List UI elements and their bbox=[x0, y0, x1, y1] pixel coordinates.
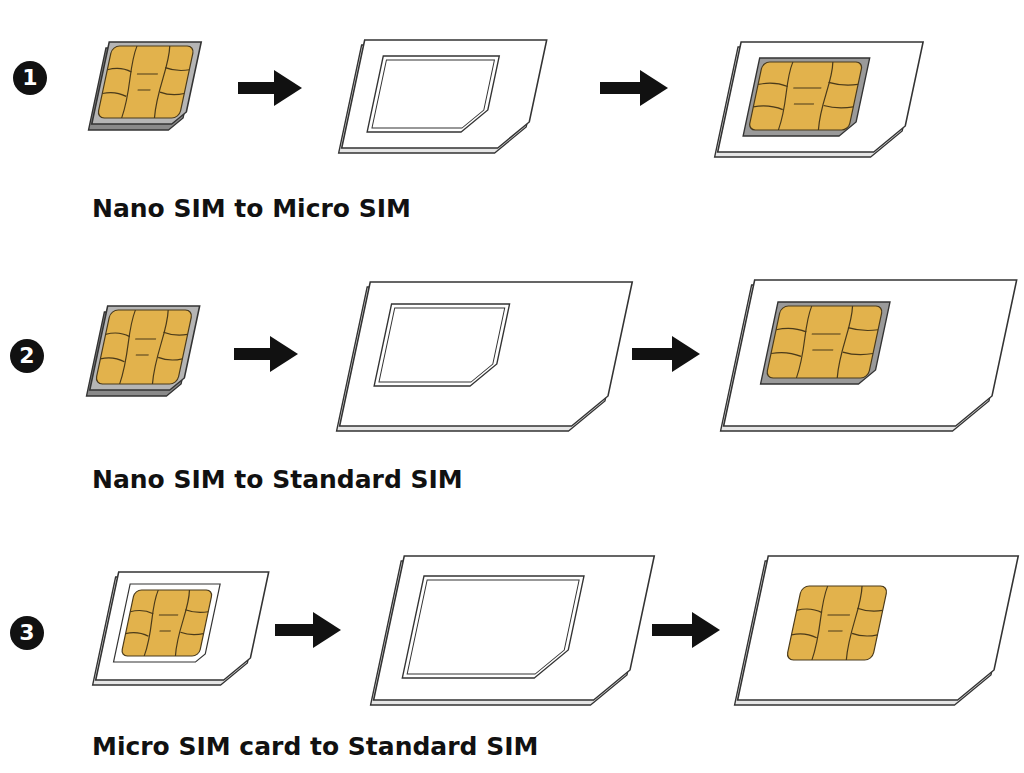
sim-chip bbox=[786, 586, 888, 660]
step-arrow bbox=[600, 70, 668, 106]
sim-adapter bbox=[337, 282, 633, 431]
sim-adapter bbox=[715, 42, 923, 157]
sim-chip bbox=[95, 310, 193, 384]
nano-sim-card bbox=[89, 42, 202, 130]
sim-adapter bbox=[339, 40, 547, 153]
step-arrow bbox=[652, 612, 720, 648]
sim-chip bbox=[748, 62, 862, 130]
callout-number: 2 bbox=[10, 339, 44, 373]
sim-adapter bbox=[371, 556, 655, 705]
step-caption: Nano SIM to Micro SIM bbox=[92, 195, 411, 223]
callout-text: 3 bbox=[19, 622, 34, 644]
step-arrow bbox=[238, 70, 302, 106]
callout-number: 1 bbox=[13, 61, 47, 95]
callout-text: 2 bbox=[19, 345, 34, 367]
micro-sim-card bbox=[93, 572, 269, 685]
micro-sim-card bbox=[735, 556, 1019, 705]
sim-chip bbox=[121, 590, 213, 656]
callout-text: 1 bbox=[22, 67, 37, 89]
step-arrow bbox=[234, 336, 298, 372]
sim-adapter bbox=[721, 280, 1017, 431]
nano-sim-card bbox=[87, 306, 200, 396]
step-caption: Nano SIM to Standard SIM bbox=[92, 466, 463, 494]
step-arrow bbox=[632, 336, 700, 372]
step-arrow bbox=[275, 612, 341, 648]
sim-chip bbox=[766, 306, 883, 378]
step-caption: Micro SIM card to Standard SIM bbox=[92, 733, 538, 761]
callout-number: 3 bbox=[10, 616, 44, 650]
sim-chip bbox=[97, 46, 194, 118]
